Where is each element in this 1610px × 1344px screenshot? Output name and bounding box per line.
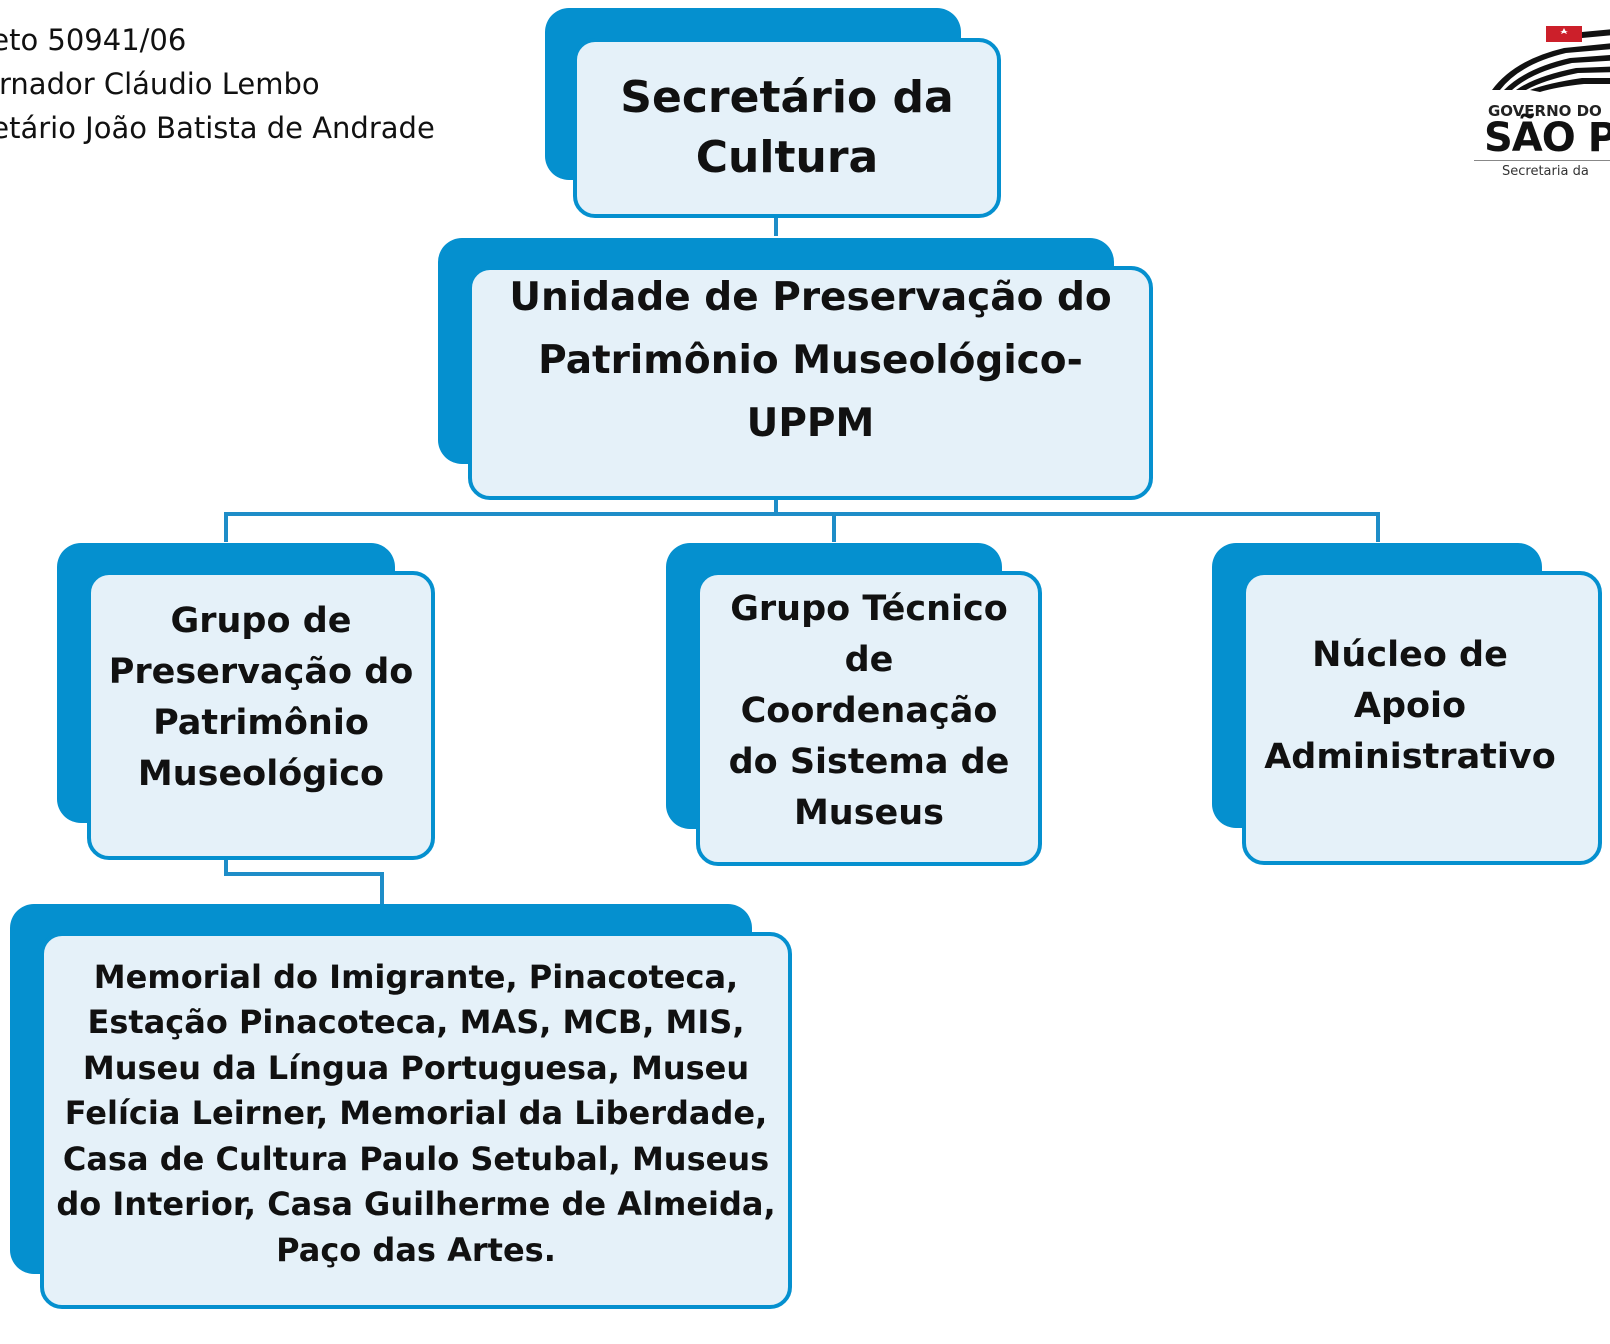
- connector-bus-group2: [832, 512, 836, 542]
- node-uppm-label: Unidade de Preservação do Patrimônio Mus…: [509, 274, 1112, 446]
- secretary-line: cretário João Batista de Andrade: [0, 111, 435, 145]
- logo-text-secretaria: Secretaria da: [1502, 164, 1589, 179]
- node-admin-support: Núcleo de Apoio Administrativo: [1212, 543, 1610, 865]
- governor-line: vernador Cláudio Lembo: [0, 67, 320, 101]
- node-group-technical-label: Grupo Técnico de Coordenação do Sistema …: [728, 588, 1010, 833]
- connector-bus-group3: [1376, 512, 1380, 542]
- connector-group1-museums-a: [224, 855, 228, 875]
- connector-root-unit: [774, 212, 778, 236]
- logo-text-governo: GOVERNO DO: [1488, 102, 1602, 120]
- node-uppm: Unidade de Preservação do Patrimônio Mus…: [438, 238, 1153, 500]
- node-museums: Memorial do Imigrante, Pinacoteca, Estaç…: [10, 904, 792, 1309]
- connector-group1-museums-b: [224, 872, 384, 876]
- connector-bus-group1: [224, 512, 228, 542]
- logo-text-sao-paulo: SÃO PA: [1484, 115, 1610, 161]
- connector-group1-museums-c: [380, 872, 384, 906]
- node-secretary: Secretário da Cultura: [545, 8, 1001, 218]
- node-group-preservation-label: Grupo de Preservação do Patrimônio Museo…: [108, 601, 414, 794]
- connector-groups-bus: [224, 512, 1380, 516]
- connector-unit-bus-vertical: [774, 495, 778, 515]
- node-group-preservation: Grupo de Preservação do Patrimônio Museo…: [57, 543, 435, 860]
- state-flag-emblem-icon: [1492, 26, 1610, 92]
- node-admin-support-label: Núcleo de Apoio Administrativo: [1264, 634, 1556, 777]
- decree-line: creto 50941/06: [0, 23, 187, 57]
- logo-divider: [1474, 160, 1610, 161]
- node-secretary-label: Secretário da Cultura: [620, 72, 954, 183]
- government-logo: GOVERNO DO SÃO PA Secretaria da: [1474, 20, 1610, 195]
- node-group-technical: Grupo Técnico de Coordenação do Sistema …: [666, 543, 1042, 866]
- decree-info: creto 50941/06 vernador Cláudio Lembo cr…: [0, 18, 435, 150]
- node-museums-label: Memorial do Imigrante, Pinacoteca, Estaç…: [56, 957, 776, 1269]
